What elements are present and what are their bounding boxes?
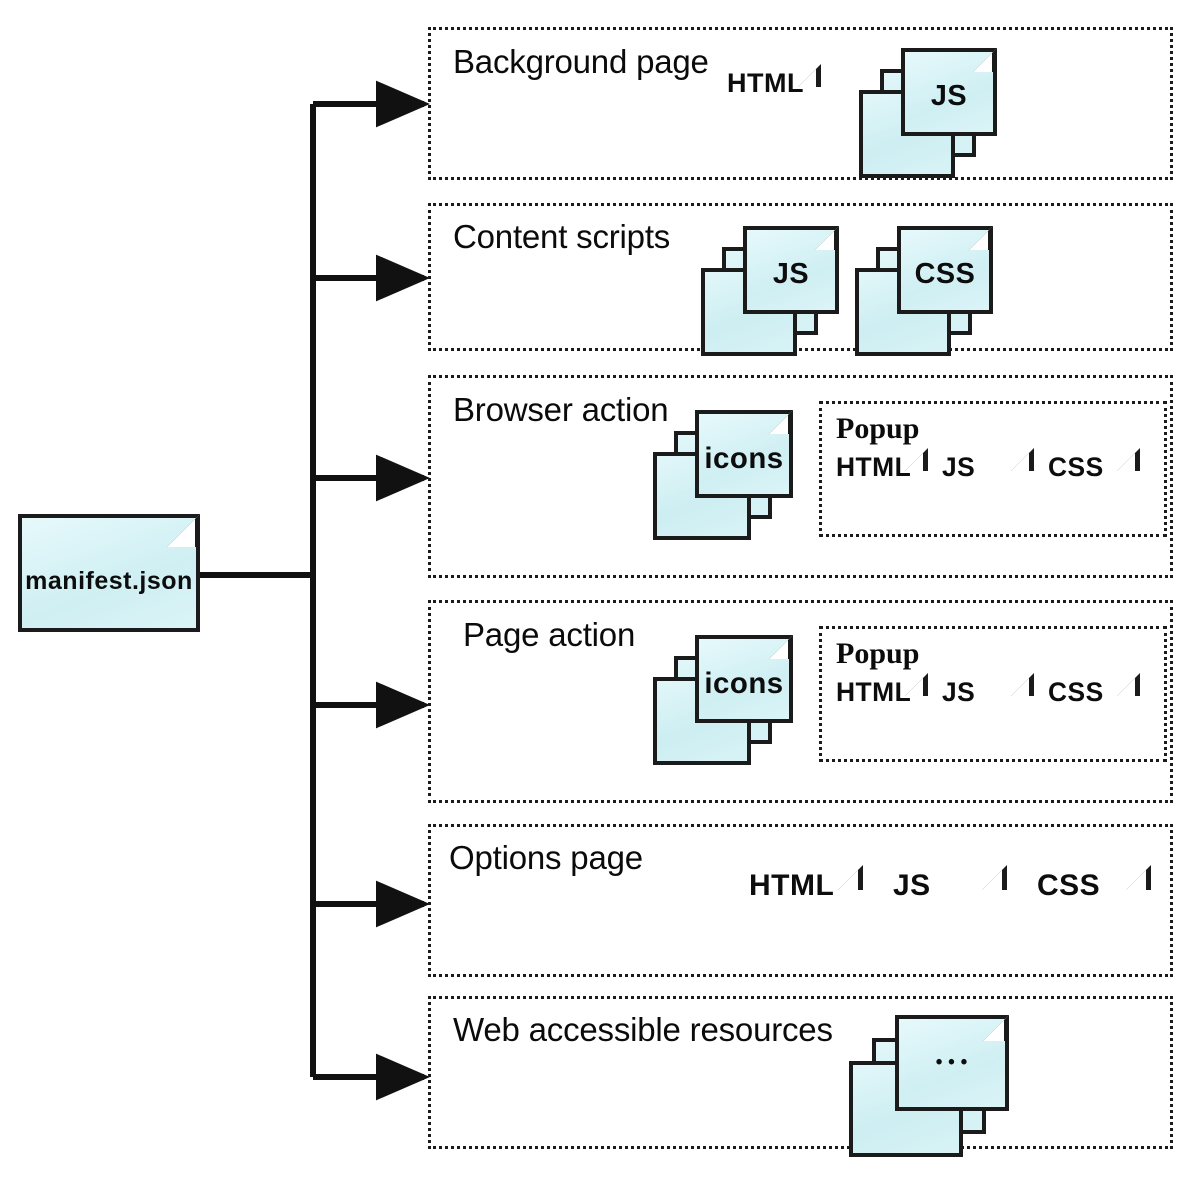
document-icon: HTML xyxy=(727,64,821,154)
subsection-title-popup: Popup xyxy=(836,412,920,445)
document-stack-icon: • • • xyxy=(849,1015,1009,1157)
document-stack-icon: icons xyxy=(653,410,793,540)
document-label: JS xyxy=(893,869,931,902)
document-icon: JS xyxy=(893,865,1007,961)
fold-corner-inner xyxy=(798,69,816,87)
document-stack-icon: icons xyxy=(653,635,793,765)
section-title-content-scripts: Content scripts xyxy=(453,218,671,255)
document-label: CSS xyxy=(1037,869,1101,902)
document-front-face: HTML xyxy=(727,64,821,154)
document-label: JS xyxy=(942,452,976,482)
document-label: JS xyxy=(772,258,810,290)
document-label: HTML xyxy=(749,869,835,902)
fold-corner-inner xyxy=(969,231,988,250)
document-label: CSS xyxy=(1048,452,1104,482)
subsection-title-popup: Popup xyxy=(836,637,920,670)
manifest-json-node[interactable]: manifest.json xyxy=(18,514,200,632)
fold-corner-inner xyxy=(769,640,788,659)
section-title-page-action: Page action xyxy=(463,616,636,653)
document-icon: HTML xyxy=(749,865,863,961)
document-front-face: CSS xyxy=(897,226,993,314)
fold-corner-inner xyxy=(769,415,788,434)
fold-corner-inner xyxy=(167,519,195,547)
document-stack-icon: JS xyxy=(859,48,997,178)
document-stack-icon: JS xyxy=(701,226,839,356)
section-title-browser-action: Browser action xyxy=(453,391,669,428)
document-front-face: JS xyxy=(743,226,839,314)
document-front-face: JS xyxy=(893,865,1007,961)
fold-corner-inner xyxy=(838,870,858,890)
manifest-json-label: manifest.json xyxy=(25,566,193,595)
document-label: CSS xyxy=(1048,677,1104,707)
document-icon: JS xyxy=(942,673,1034,763)
document-label: JS xyxy=(930,80,968,112)
document-front-face: HTML xyxy=(749,865,863,961)
fold-corner-inner xyxy=(1011,453,1029,471)
fold-corner-inner xyxy=(905,453,923,471)
document-label: HTML xyxy=(836,677,912,707)
document-icon: HTML xyxy=(836,673,928,763)
fold-corner-inner xyxy=(1011,678,1029,696)
document-label: icons xyxy=(704,666,784,700)
section-title-background-page: Background page xyxy=(453,43,709,80)
document-front-face: JS xyxy=(942,448,1034,538)
fold-corner-inner xyxy=(905,678,923,696)
document-front-face: JS xyxy=(901,48,997,136)
document-front-face: CSS xyxy=(1048,448,1140,538)
fold-corner-inner xyxy=(973,53,992,72)
document-front-face: icons xyxy=(695,410,793,498)
document-front-face: • • • xyxy=(895,1015,1009,1111)
document-icon: • • • xyxy=(895,1015,1009,1111)
document-front-face: HTML xyxy=(836,448,928,538)
document-icon: JS xyxy=(743,226,839,314)
document-label: JS xyxy=(942,677,976,707)
ellipsis-label: • • • xyxy=(935,1052,969,1073)
document-icon: icons xyxy=(695,635,793,723)
document-front-face: icons xyxy=(695,635,793,723)
document-icon: CSS xyxy=(897,226,993,314)
section-web-accessible-resources[interactable]: Web accessible resources • • • xyxy=(428,996,1173,1157)
document-icon: manifest.json xyxy=(18,514,200,632)
fold-corner-inner xyxy=(1117,453,1135,471)
fold-corner-inner xyxy=(815,231,834,250)
document-icon: CSS xyxy=(1048,448,1140,538)
document-icon: CSS xyxy=(1037,865,1151,961)
document-icon: CSS xyxy=(1048,673,1140,763)
fold-corner-inner xyxy=(983,1020,1004,1041)
document-front-face: manifest.json xyxy=(18,514,200,632)
document-label: HTML xyxy=(727,68,804,98)
document-icon: JS xyxy=(901,48,997,136)
section-title-options-page: Options page xyxy=(449,839,643,876)
document-front-face: CSS xyxy=(1048,673,1140,763)
document-icon: HTML xyxy=(836,448,928,538)
document-front-face: CSS xyxy=(1037,865,1151,961)
document-stack-icon: CSS xyxy=(855,226,993,356)
fold-corner-inner xyxy=(1117,678,1135,696)
section-title-web-accessible-resources: Web accessible resources xyxy=(453,1011,833,1048)
document-label: CSS xyxy=(914,258,976,290)
document-label: HTML xyxy=(836,452,912,482)
document-icon: icons xyxy=(695,410,793,498)
document-label: icons xyxy=(704,441,784,475)
document-front-face: HTML xyxy=(836,673,928,763)
document-icon: JS xyxy=(942,448,1034,538)
fold-corner-inner xyxy=(982,870,1002,890)
fold-corner-inner xyxy=(1126,870,1146,890)
document-front-face: JS xyxy=(942,673,1034,763)
